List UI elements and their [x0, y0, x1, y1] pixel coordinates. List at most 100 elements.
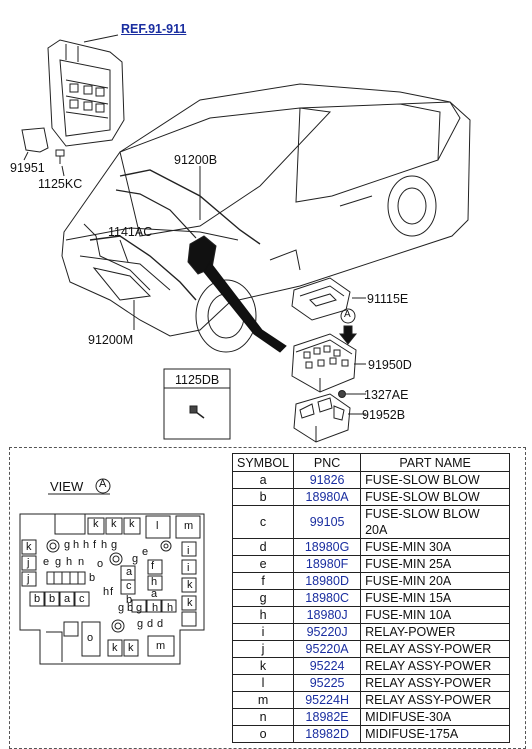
cell-pnc[interactable]: 95220A: [293, 640, 362, 658]
cell-pnc[interactable]: 95220J: [293, 623, 362, 641]
cell-symbol: l: [231, 674, 295, 692]
inset-box-label: 1125DB: [175, 373, 220, 387]
parts-illustration: [19, 34, 471, 665]
fuse-f-b: f: [151, 560, 155, 572]
cell-symbol: i: [231, 623, 295, 641]
fuse-n: n: [78, 556, 85, 568]
fuse-b-row: b: [89, 572, 96, 584]
relay-k-bottom-1: k: [112, 642, 118, 654]
fuse-o-top: o: [97, 558, 104, 570]
harness-91200m: [89, 235, 197, 301]
cell-symbol: m: [231, 691, 295, 709]
callout-91952b: 91952B: [362, 408, 406, 422]
bolt-1125db: [189, 405, 205, 419]
vehicle-outline: [61, 83, 471, 353]
fuse-b-2: b: [49, 593, 56, 605]
cell-pnc[interactable]: 99105: [293, 505, 362, 539]
view-label: VIEW: [50, 479, 84, 494]
cell-pnc[interactable]: 18980J: [293, 606, 362, 624]
fuse-a-2: a: [151, 588, 158, 600]
midifuse-o: o: [87, 632, 94, 644]
cell-pnc[interactable]: 18980C: [293, 589, 362, 607]
cell-symbol: f: [231, 572, 295, 590]
fuse-d-1: d: [147, 618, 154, 630]
relay-i-1: i: [187, 545, 190, 557]
cell-part-name: RELAY ASSY-POWER: [360, 674, 511, 692]
cell-part-name: RELAY ASSY-POWER: [360, 691, 511, 709]
arrow-mark-circle: [340, 308, 356, 324]
cell-pnc[interactable]: 95224H: [293, 691, 362, 709]
fuse-g-g: g: [137, 618, 144, 630]
cell-symbol: k: [231, 657, 295, 675]
view-mark: A: [99, 478, 107, 490]
fuse-k-left: k: [26, 541, 32, 553]
fuse-h-f: h: [103, 586, 110, 598]
ref-link[interactable]: REF.91-911: [121, 22, 187, 36]
cell-pnc[interactable]: 95224: [293, 657, 362, 675]
cell-part-name: FUSE-MIN 20A: [360, 572, 511, 590]
cell-pnc[interactable]: 18980A: [293, 488, 362, 506]
cell-symbol: g: [231, 589, 295, 607]
fuse-h-c: h: [101, 539, 108, 551]
fuse-f-right: e: [142, 546, 149, 558]
cell-part-name: MIDIFUSE-30A: [360, 708, 511, 726]
fuse-box-91950d: [291, 333, 357, 393]
cell-part-name: RELAY-POWER: [360, 623, 511, 641]
header-part-name: PART NAME: [360, 453, 511, 472]
cell-pnc[interactable]: 18980F: [293, 555, 362, 573]
fuse-m: m: [184, 520, 194, 532]
cell-symbol: c: [231, 505, 295, 539]
cell-symbol: e: [231, 555, 295, 573]
fuse-h-a: h: [73, 539, 80, 551]
fuse-b-1: b: [34, 593, 41, 605]
callout-91115e: 91115E: [367, 292, 409, 306]
cell-part-name: FUSE-SLOW BLOW: [360, 471, 511, 489]
fuse-g-a: g: [64, 539, 71, 551]
cell-part-name: FUSE-MIN 25A: [360, 555, 511, 573]
fuse-g-c: g: [55, 556, 62, 568]
cell-part-name: FUSE-MIN 10A: [360, 606, 511, 624]
cell-part-name: FUSE-SLOW BLOW 20A: [360, 505, 511, 539]
fuse-k-1: k: [93, 518, 99, 530]
fuse-a: a: [64, 593, 71, 605]
cell-symbol: h: [231, 606, 295, 624]
cell-pnc[interactable]: 18982E: [293, 708, 362, 726]
relay-i-2: i: [187, 562, 190, 574]
fuse-h-d: h: [66, 556, 73, 568]
fuse-h-h: h: [167, 602, 174, 614]
callout-1327ae: 1327AE: [364, 388, 409, 402]
cell-part-name: RELAY ASSY-POWER: [360, 640, 511, 658]
relay-m-bottom: m: [156, 640, 166, 652]
cover-91115e: [291, 277, 351, 321]
fuse-k-3: k: [129, 518, 135, 530]
cell-pnc[interactable]: 95225: [293, 674, 362, 692]
fuse-l: l: [156, 520, 159, 532]
cell-pnc[interactable]: 18980D: [293, 572, 362, 590]
bracket-91951: [21, 127, 49, 153]
ref-leader: [83, 34, 119, 43]
cell-symbol: o: [231, 725, 295, 743]
cell-pnc[interactable]: 18982D: [293, 725, 362, 743]
callout-1141ac: 1141AC: [108, 225, 153, 239]
cell-pnc[interactable]: 91826: [293, 471, 362, 489]
cell-part-name: FUSE-SLOW BLOW: [360, 488, 511, 506]
cell-pnc[interactable]: 18980G: [293, 538, 362, 556]
inset-box: [163, 368, 231, 440]
relay-k-bottom-2: k: [128, 642, 134, 654]
callout-1125kc: 1125KC: [38, 177, 83, 191]
table-header-row: SYMBOL PNC PART NAME: [231, 453, 511, 472]
fuse-h-b: h: [83, 539, 90, 551]
view-a-fuse-layout: [19, 478, 205, 665]
